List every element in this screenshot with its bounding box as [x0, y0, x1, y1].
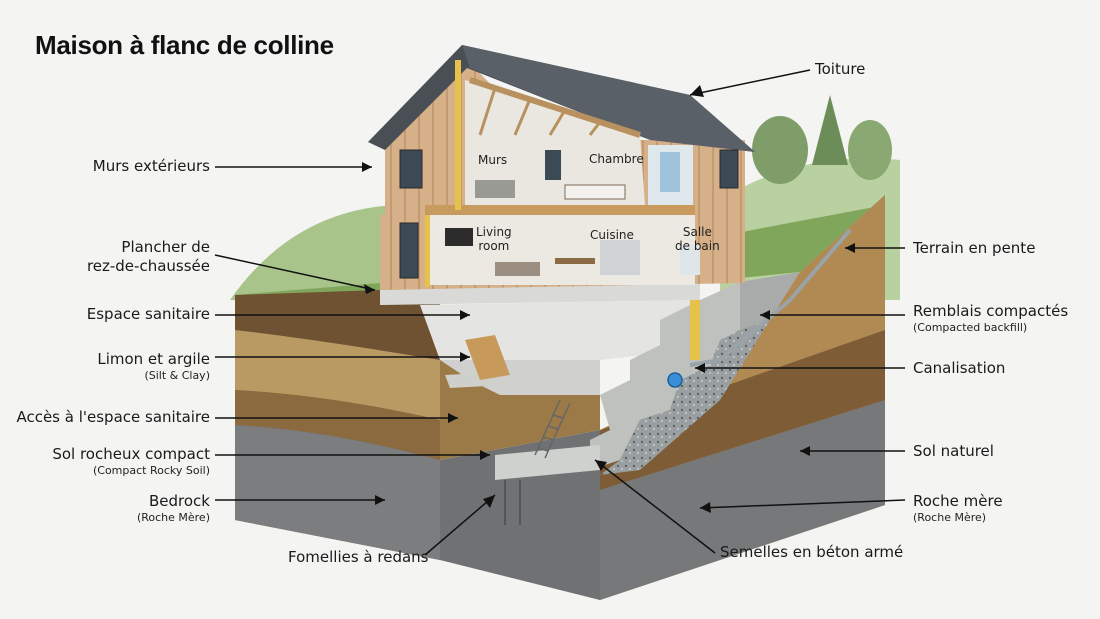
room-label-chambre: Chambre — [589, 152, 644, 166]
upper-interior — [465, 80, 645, 205]
label-remblais-sub: (Compacted backfill) — [913, 321, 1028, 334]
label-bedrock: Bedrock (Roche Mère) — [137, 492, 210, 525]
room-label-living: Living room — [476, 225, 512, 253]
clay-layer — [235, 390, 440, 460]
room-label-living-2: room — [478, 239, 510, 253]
upper-floor-joists — [425, 205, 695, 215]
label-toiture: Toiture — [815, 60, 866, 78]
window-bedroom — [545, 150, 561, 180]
ground-interior — [430, 215, 695, 285]
label-roche-mere: Roche mère (Roche Mère) — [913, 492, 1003, 525]
insulation — [690, 300, 700, 360]
tv — [445, 228, 473, 246]
label-murs-exterieurs: Murs extérieurs — [92, 157, 210, 175]
natural-soil — [600, 330, 885, 490]
dining-table — [555, 258, 595, 264]
label-remblais: Remblais compactés (Compacted backfill) — [913, 302, 1068, 335]
armchair — [475, 180, 515, 198]
label-semelles: Semelles en béton armé — [720, 543, 904, 561]
retaining-wall — [740, 272, 800, 330]
pipe — [689, 228, 852, 367]
label-limon-main: Limon et argile — [97, 350, 210, 368]
drainage-gravel — [600, 320, 770, 475]
wall-insulation-ground — [425, 215, 430, 287]
ground-floor-slab — [380, 282, 700, 305]
window-upper-right — [719, 149, 739, 189]
kitchen — [600, 240, 640, 275]
roof-slope — [462, 45, 755, 152]
trees — [752, 95, 892, 184]
label-fondations: Fomellies à redans — [288, 548, 429, 566]
sofa — [495, 262, 540, 276]
window-ground-left — [399, 222, 419, 279]
label-espace-sanitaire: Espace sanitaire — [86, 305, 210, 323]
room-label-salle: Salle de bain — [675, 225, 720, 253]
room-label-murs: Murs — [478, 153, 508, 167]
label-sol-rocheux: Sol rocheux compact (Compact Rocky Soil) — [52, 445, 210, 478]
rock-layer-left — [235, 425, 440, 560]
label-roche-mere-sub: (Roche Mère) — [913, 511, 987, 524]
label-plancher-2: rez-de-chaussée — [86, 257, 210, 275]
label-sol-naturel: Sol naturel — [913, 442, 994, 460]
rafters — [478, 87, 602, 136]
label-bedrock-sub: (Roche Mère) — [136, 511, 210, 524]
label-sol-rocheux-main: Sol rocheux compact — [52, 445, 210, 463]
silt-layer — [235, 330, 440, 420]
leader-lines — [214, 69, 906, 556]
label-roche-mere-main: Roche mère — [913, 492, 1003, 510]
left-hill — [230, 204, 420, 300]
label-plancher: Plancher de rez-de-chaussée — [87, 238, 210, 276]
diagram-title: Maison à flanc de colline — [35, 30, 334, 60]
access-ramp — [465, 335, 510, 380]
bathtub — [680, 245, 700, 275]
leader-arrows — [362, 85, 855, 513]
room-label-salle-1: Salle — [682, 225, 712, 239]
window-upper-left — [399, 149, 423, 189]
label-terrain: Terrain en pente — [913, 239, 1036, 257]
room-label-living-1: Living — [476, 225, 512, 239]
label-limon: Limon et argile (Silt & Clay) — [97, 350, 210, 383]
label-acces: Accès à l'espace sanitaire — [16, 408, 210, 426]
bed — [564, 184, 626, 200]
room-label-cuisine: Cuisine — [590, 228, 634, 242]
label-limon-sub: (Silt & Clay) — [144, 369, 210, 382]
label-plancher-1: Plancher de — [121, 238, 210, 256]
label-sol-rocheux-sub: (Compact Rocky Soil) — [92, 464, 210, 477]
rafter — [469, 77, 641, 138]
label-canalisation: Canalisation — [913, 359, 1006, 377]
wall-insulation — [455, 60, 461, 210]
label-remblais-main: Remblais compactés — [913, 302, 1069, 320]
label-bedrock-main: Bedrock — [149, 492, 210, 510]
room-label-salle-2: de bain — [675, 239, 720, 253]
shower — [660, 152, 680, 192]
footing — [495, 445, 600, 480]
ladder — [534, 399, 571, 459]
drain-pipe — [667, 372, 683, 388]
